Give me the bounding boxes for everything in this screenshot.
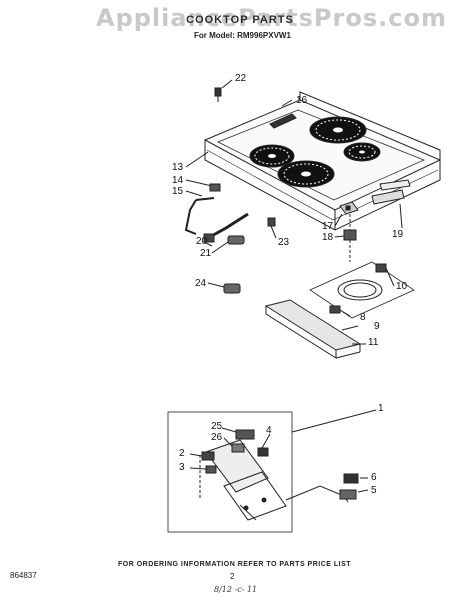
model-line: For Model: RM996PXVW1 [194, 31, 291, 40]
burner-element-front-right [277, 160, 335, 188]
trim-part-19 [371, 179, 411, 229]
callout-26: 26 [211, 432, 223, 443]
callout-1: 1 [378, 403, 384, 414]
document-code: 864837 [10, 571, 37, 580]
clip-part-14 [209, 183, 221, 192]
lower-inset-box [167, 409, 377, 533]
callout-8: 8 [360, 312, 366, 323]
switch-part-20 [203, 212, 249, 243]
callout-17: 17 [322, 221, 334, 232]
knob-part-21 [227, 235, 245, 245]
drip-bowl-assembly [309, 261, 415, 319]
callout-24: 24 [195, 278, 207, 289]
receptacle-part-18 [343, 229, 357, 241]
callout-25: 25 [211, 421, 223, 432]
callout-22: 22 [235, 73, 247, 84]
callout-5: 5 [371, 485, 377, 496]
bracket-part-15 [184, 197, 215, 235]
callout-19: 19 [392, 229, 404, 240]
callout-13: 13 [172, 162, 184, 173]
front-rail-part-9 [264, 299, 366, 359]
callout-10: 10 [396, 281, 408, 292]
callout-11: 11 [368, 337, 379, 348]
callout-9: 9 [374, 321, 380, 332]
clip-part-24 [207, 282, 241, 294]
wire-harness [285, 473, 369, 503]
diagram-title: COOKTOP PARTS [186, 14, 294, 26]
callout-6: 6 [371, 472, 377, 483]
callout-4: 4 [266, 425, 272, 436]
callout-14: 14 [172, 175, 184, 186]
burner-element-front-left [249, 144, 295, 168]
burner-element-rear-right [343, 142, 381, 162]
cooktop-panel [203, 91, 442, 231]
bracket-part-17 [339, 201, 359, 215]
screw-part-22 [214, 79, 233, 102]
callout-15: 15 [172, 186, 184, 197]
burner-element-rear-left [309, 116, 367, 144]
callout-23: 23 [278, 237, 290, 248]
callout-2: 2 [179, 448, 185, 459]
ordering-info-note: FOR ORDERING INFORMATION REFER TO PARTS … [118, 561, 352, 568]
page-number: 2 [230, 572, 235, 581]
callout-21: 21 [200, 248, 212, 259]
nut-part-23 [267, 217, 277, 239]
callout-20: 20 [196, 236, 208, 247]
handwritten-note: 8/12 -c- 11 [214, 585, 258, 594]
callout-16: 16 [296, 95, 308, 106]
callout-18: 18 [322, 232, 334, 243]
callout-3: 3 [179, 462, 185, 473]
terminal-block-assembly [199, 429, 287, 521]
